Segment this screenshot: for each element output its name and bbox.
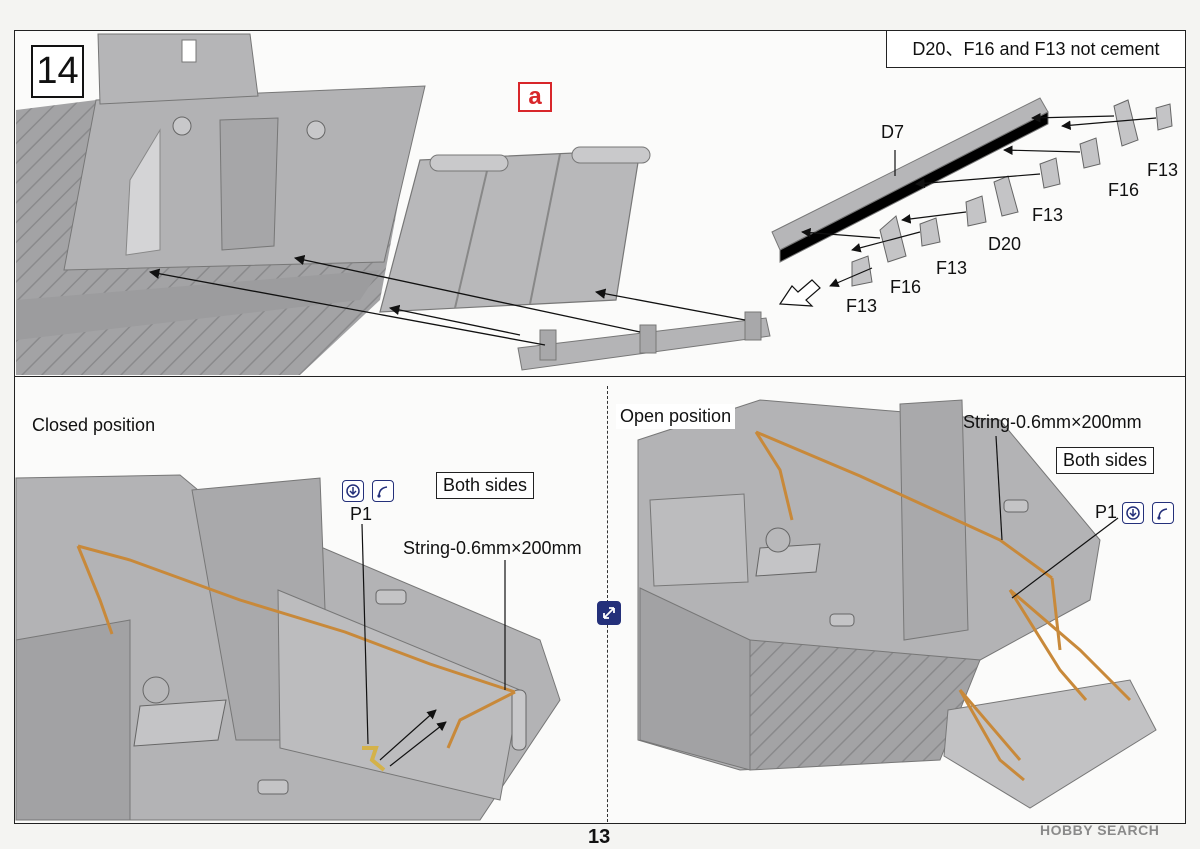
page-number: 13 bbox=[588, 826, 611, 848]
cement-icon bbox=[342, 480, 364, 502]
part-label-f13: F13 bbox=[1147, 160, 1179, 180]
flip-view-icon bbox=[597, 601, 621, 625]
part-label-f13: F13 bbox=[846, 296, 878, 316]
d7-leader-lines bbox=[801, 112, 1157, 288]
string-closed bbox=[76, 544, 516, 749]
part-p1-closed bbox=[362, 746, 386, 772]
direction-arrow-icon bbox=[778, 279, 821, 307]
part-label-f16: F16 bbox=[890, 277, 922, 297]
cement-note: D20、F16 and F13 not cement bbox=[886, 30, 1186, 68]
both-sides-label-closed: Both sides bbox=[436, 472, 535, 499]
cement-icon bbox=[1122, 502, 1144, 524]
leader-lines-closed bbox=[361, 523, 506, 767]
open-position-title: Open position bbox=[616, 404, 736, 429]
bend-icon bbox=[372, 480, 394, 502]
part-label-f13: F13 bbox=[936, 258, 968, 278]
hinge-bar bbox=[517, 311, 771, 371]
part-label-d7: D7 bbox=[881, 122, 905, 142]
closed-position-illustration bbox=[15, 474, 561, 821]
ramp-part-a bbox=[379, 146, 651, 313]
bend-icon bbox=[1152, 502, 1174, 524]
closed-position-title: Closed position bbox=[32, 415, 156, 435]
leader-lines-open bbox=[995, 435, 1119, 599]
string-open bbox=[754, 430, 1132, 782]
string-label-closed: String-0.6mm×200mm bbox=[403, 538, 582, 558]
part-marker-a: a bbox=[518, 82, 552, 112]
assembly-arrows-top bbox=[148, 254, 746, 346]
section-divider bbox=[14, 376, 1186, 377]
d7-subassembly bbox=[771, 97, 1173, 287]
part-label-d20: D20 bbox=[988, 234, 1022, 254]
open-position-illustration bbox=[637, 399, 1157, 809]
part-label-p1-open: P1 bbox=[1095, 502, 1118, 522]
watermark: HOBBY SEARCH bbox=[1040, 822, 1160, 838]
part-label-f13: F13 bbox=[1032, 205, 1064, 225]
part-label-p1-closed: P1 bbox=[350, 504, 373, 524]
step-number-box: 14 bbox=[31, 45, 84, 98]
part-label-f16: F16 bbox=[1108, 180, 1140, 200]
both-sides-label-open: Both sides bbox=[1056, 447, 1155, 474]
string-label-open: String-0.6mm×200mm bbox=[963, 412, 1142, 432]
